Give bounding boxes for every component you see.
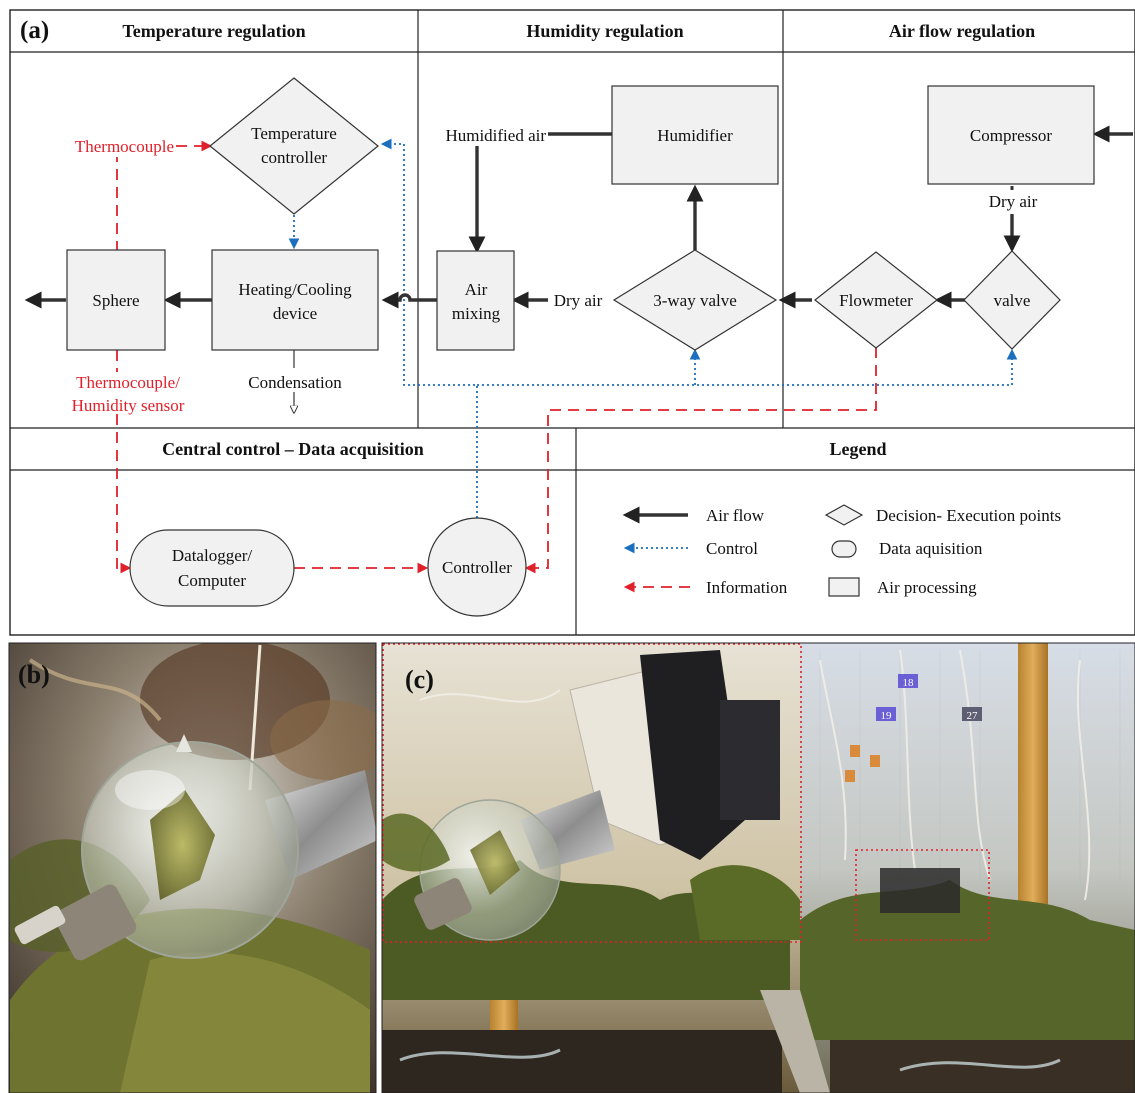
three-way-valve-node bbox=[612, 249, 778, 351]
tag-18: 18 bbox=[903, 677, 915, 689]
thermo-humidity-label-2: Humidity sensor bbox=[72, 396, 185, 415]
legend-decision-label: Decision- Execution points bbox=[876, 506, 1061, 525]
valve-node bbox=[963, 250, 1061, 350]
panel-a-letter: (a) bbox=[20, 17, 49, 44]
legend-control-label: Control bbox=[706, 539, 758, 558]
humidified-air-label: Humidified air bbox=[445, 126, 546, 145]
zoom-box-small bbox=[855, 849, 990, 941]
header-air-flow-regulation: Air flow regulation bbox=[889, 21, 1035, 41]
tag-27: 27 bbox=[967, 710, 979, 722]
humidifier-node bbox=[611, 85, 779, 185]
datalogger-label-2: Computer bbox=[178, 571, 246, 590]
compressor-label: Compressor bbox=[970, 126, 1053, 145]
thermocouple-label: Thermocouple bbox=[75, 137, 174, 156]
header-central-control: Central control – Data acquisition bbox=[162, 439, 424, 459]
sphere-label: Sphere bbox=[92, 291, 139, 310]
temperature-controller-label-1: Temperature bbox=[251, 124, 337, 143]
valve-label: valve bbox=[994, 291, 1031, 310]
legend-decision-swatch bbox=[824, 504, 864, 526]
information-lines bbox=[116, 140, 877, 574]
header-humidity-regulation: Humidity regulation bbox=[526, 21, 683, 41]
air-mixing-label-2: mixing bbox=[452, 304, 501, 323]
thermo-humidity-label-1: Thermocouple/ bbox=[76, 373, 180, 392]
dry-air-mid-label: Dry air bbox=[554, 291, 603, 310]
temperature-controller-label-2: controller bbox=[261, 148, 327, 167]
datalogger-label-1: Datalogger/ bbox=[172, 546, 253, 565]
tag-19: 19 bbox=[881, 710, 893, 722]
legend-air-flow-label: Air flow bbox=[706, 506, 765, 525]
heating-cooling-node bbox=[211, 249, 379, 351]
panel-a-frame bbox=[9, 9, 1135, 636]
controller-label: Controller bbox=[442, 558, 512, 577]
legend-air-processing-swatch bbox=[828, 577, 860, 597]
datalogger-node bbox=[129, 529, 295, 607]
sphere-node bbox=[66, 249, 166, 351]
temperature-controller-node bbox=[209, 77, 379, 215]
dry-air-top-label: Dry air bbox=[989, 192, 1038, 211]
control-lines bbox=[288, 138, 1018, 518]
compressor-node bbox=[927, 85, 1095, 185]
air-flow-lines bbox=[24, 125, 1133, 412]
controller-node bbox=[427, 517, 527, 617]
heating-cooling-label-2: device bbox=[273, 304, 317, 323]
panel-b-letter: (b) bbox=[18, 660, 50, 689]
header-legend: Legend bbox=[829, 439, 886, 459]
three-way-valve-label: 3-way valve bbox=[653, 291, 737, 310]
legend-data-acq-swatch bbox=[831, 540, 857, 558]
zoom-box-large bbox=[382, 643, 802, 943]
flowmeter-label: Flowmeter bbox=[839, 291, 913, 310]
air-mixing-node bbox=[436, 250, 515, 351]
legend: Air flow Control Information Decision- E… bbox=[622, 504, 1061, 597]
legend-air-processing-label: Air processing bbox=[877, 578, 977, 597]
panel-c-letter: (c) bbox=[405, 665, 434, 694]
heating-cooling-label-1: Heating/Cooling bbox=[238, 280, 352, 299]
legend-data-acq-label: Data aquisition bbox=[879, 539, 983, 558]
condensation-label: Condensation bbox=[248, 373, 342, 392]
air-mixing-label-1: Air bbox=[465, 280, 488, 299]
header-temperature-regulation: Temperature regulation bbox=[122, 21, 305, 41]
panel-a: (a) Temperature regulation Humidity regu… bbox=[9, 9, 1135, 636]
panel-b-photo: (b) bbox=[8, 642, 377, 1093]
legend-information-label: Information bbox=[706, 578, 788, 597]
humidifier-label: Humidifier bbox=[657, 126, 733, 145]
panel-c-photo: 18 19 27 bbox=[381, 642, 1135, 1093]
flowmeter-node bbox=[814, 251, 938, 349]
